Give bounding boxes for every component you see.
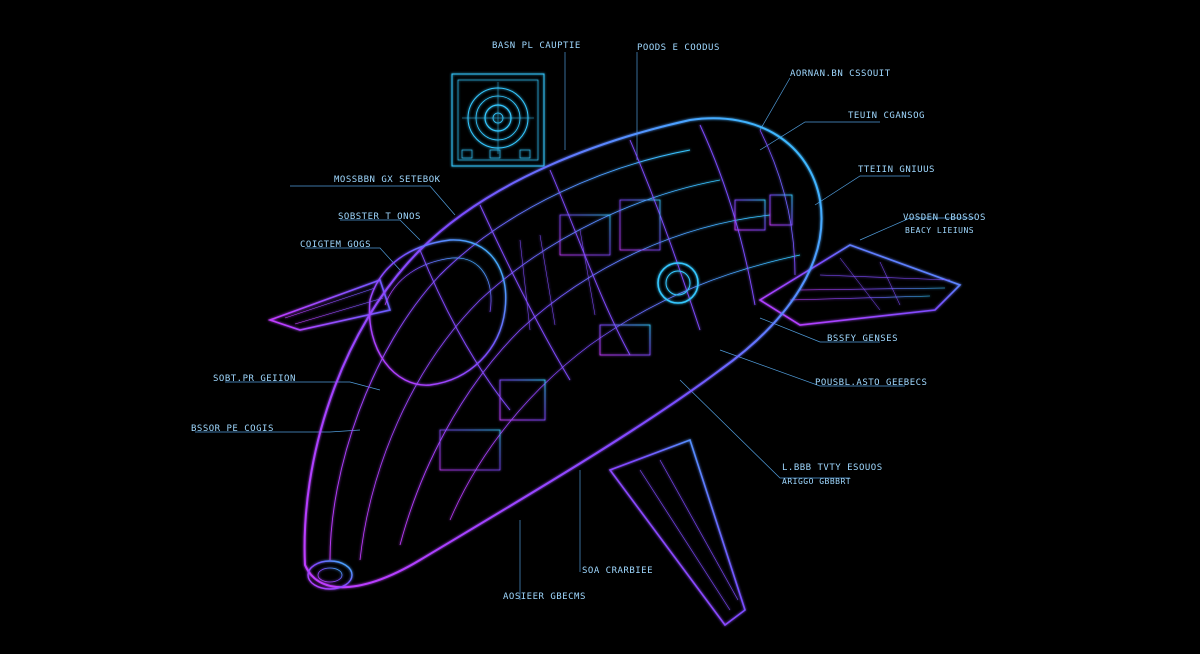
callout-label: BSSOR PE COGIS — [191, 424, 274, 434]
callout-label: POODS E COODUS — [637, 43, 720, 53]
callout-label: AOSIEER GBECMS — [503, 592, 586, 602]
callout-label: VOSDEN CBOSSOS — [903, 213, 986, 223]
callout-label: ARIGGO GBBBRT — [782, 477, 852, 486]
callout-label: L.BBB TVTY ESOUOS — [782, 463, 883, 473]
callout-label: TTEIIN GNIUUS — [858, 165, 935, 175]
callout-label: BSSFY GENSES — [827, 334, 899, 344]
lower-fin — [608, 438, 746, 627]
right-wing — [758, 244, 962, 326]
callout-label: TEUIN CGANSOG — [848, 111, 925, 121]
callout-label: AORNAN.BN CSSOUIT — [790, 69, 891, 79]
callout-label: SOBSTER T ONOS — [338, 212, 421, 222]
callout-label: COIGTEM GOGS — [300, 240, 372, 250]
callout-label: BASN PL CAUPTIE — [492, 41, 581, 51]
callout-label: SOA CRARBIEE — [582, 566, 654, 576]
callout-label: MOSSBBN GX SETEBOK — [334, 175, 441, 185]
callout-label: BEACY LIEIUNS — [905, 226, 975, 235]
main-hull — [303, 117, 823, 590]
leader-lines — [195, 52, 975, 600]
callout-label: POUSBL.ASTO GEEBECS — [815, 378, 928, 388]
inset-detail-panel — [451, 73, 545, 167]
left-wing — [267, 278, 392, 331]
callout-label: SOBT.PR GEIION — [213, 374, 296, 384]
